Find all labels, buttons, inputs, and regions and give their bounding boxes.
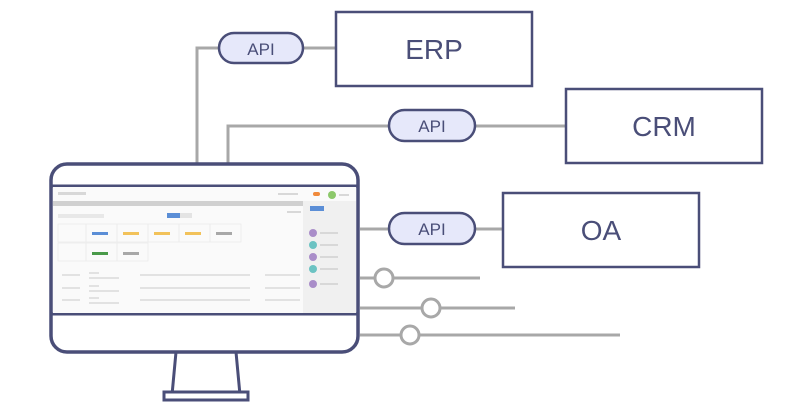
erp-api-label: API	[247, 40, 274, 59]
slider-knob-2[interactable]	[420, 297, 442, 319]
crm-api-pill	[387, 108, 477, 143]
oa-api-label: API	[418, 220, 445, 239]
erp-link-line	[195, 46, 220, 165]
crm-box	[564, 87, 764, 165]
erp-label: ERP	[405, 34, 463, 65]
crm-label: CRM	[632, 111, 696, 142]
oa-box	[501, 191, 701, 269]
slider-knob-1[interactable]	[373, 267, 395, 289]
crm-api-label: API	[418, 117, 445, 136]
oa-api-pill	[387, 211, 477, 246]
erp-box	[334, 10, 534, 88]
screen-ui	[53, 187, 356, 313]
slider-knob-3[interactable]	[399, 324, 421, 346]
erp-api-pill	[217, 31, 305, 65]
oa-label: OA	[581, 215, 622, 246]
crm-link-line	[226, 124, 390, 165]
